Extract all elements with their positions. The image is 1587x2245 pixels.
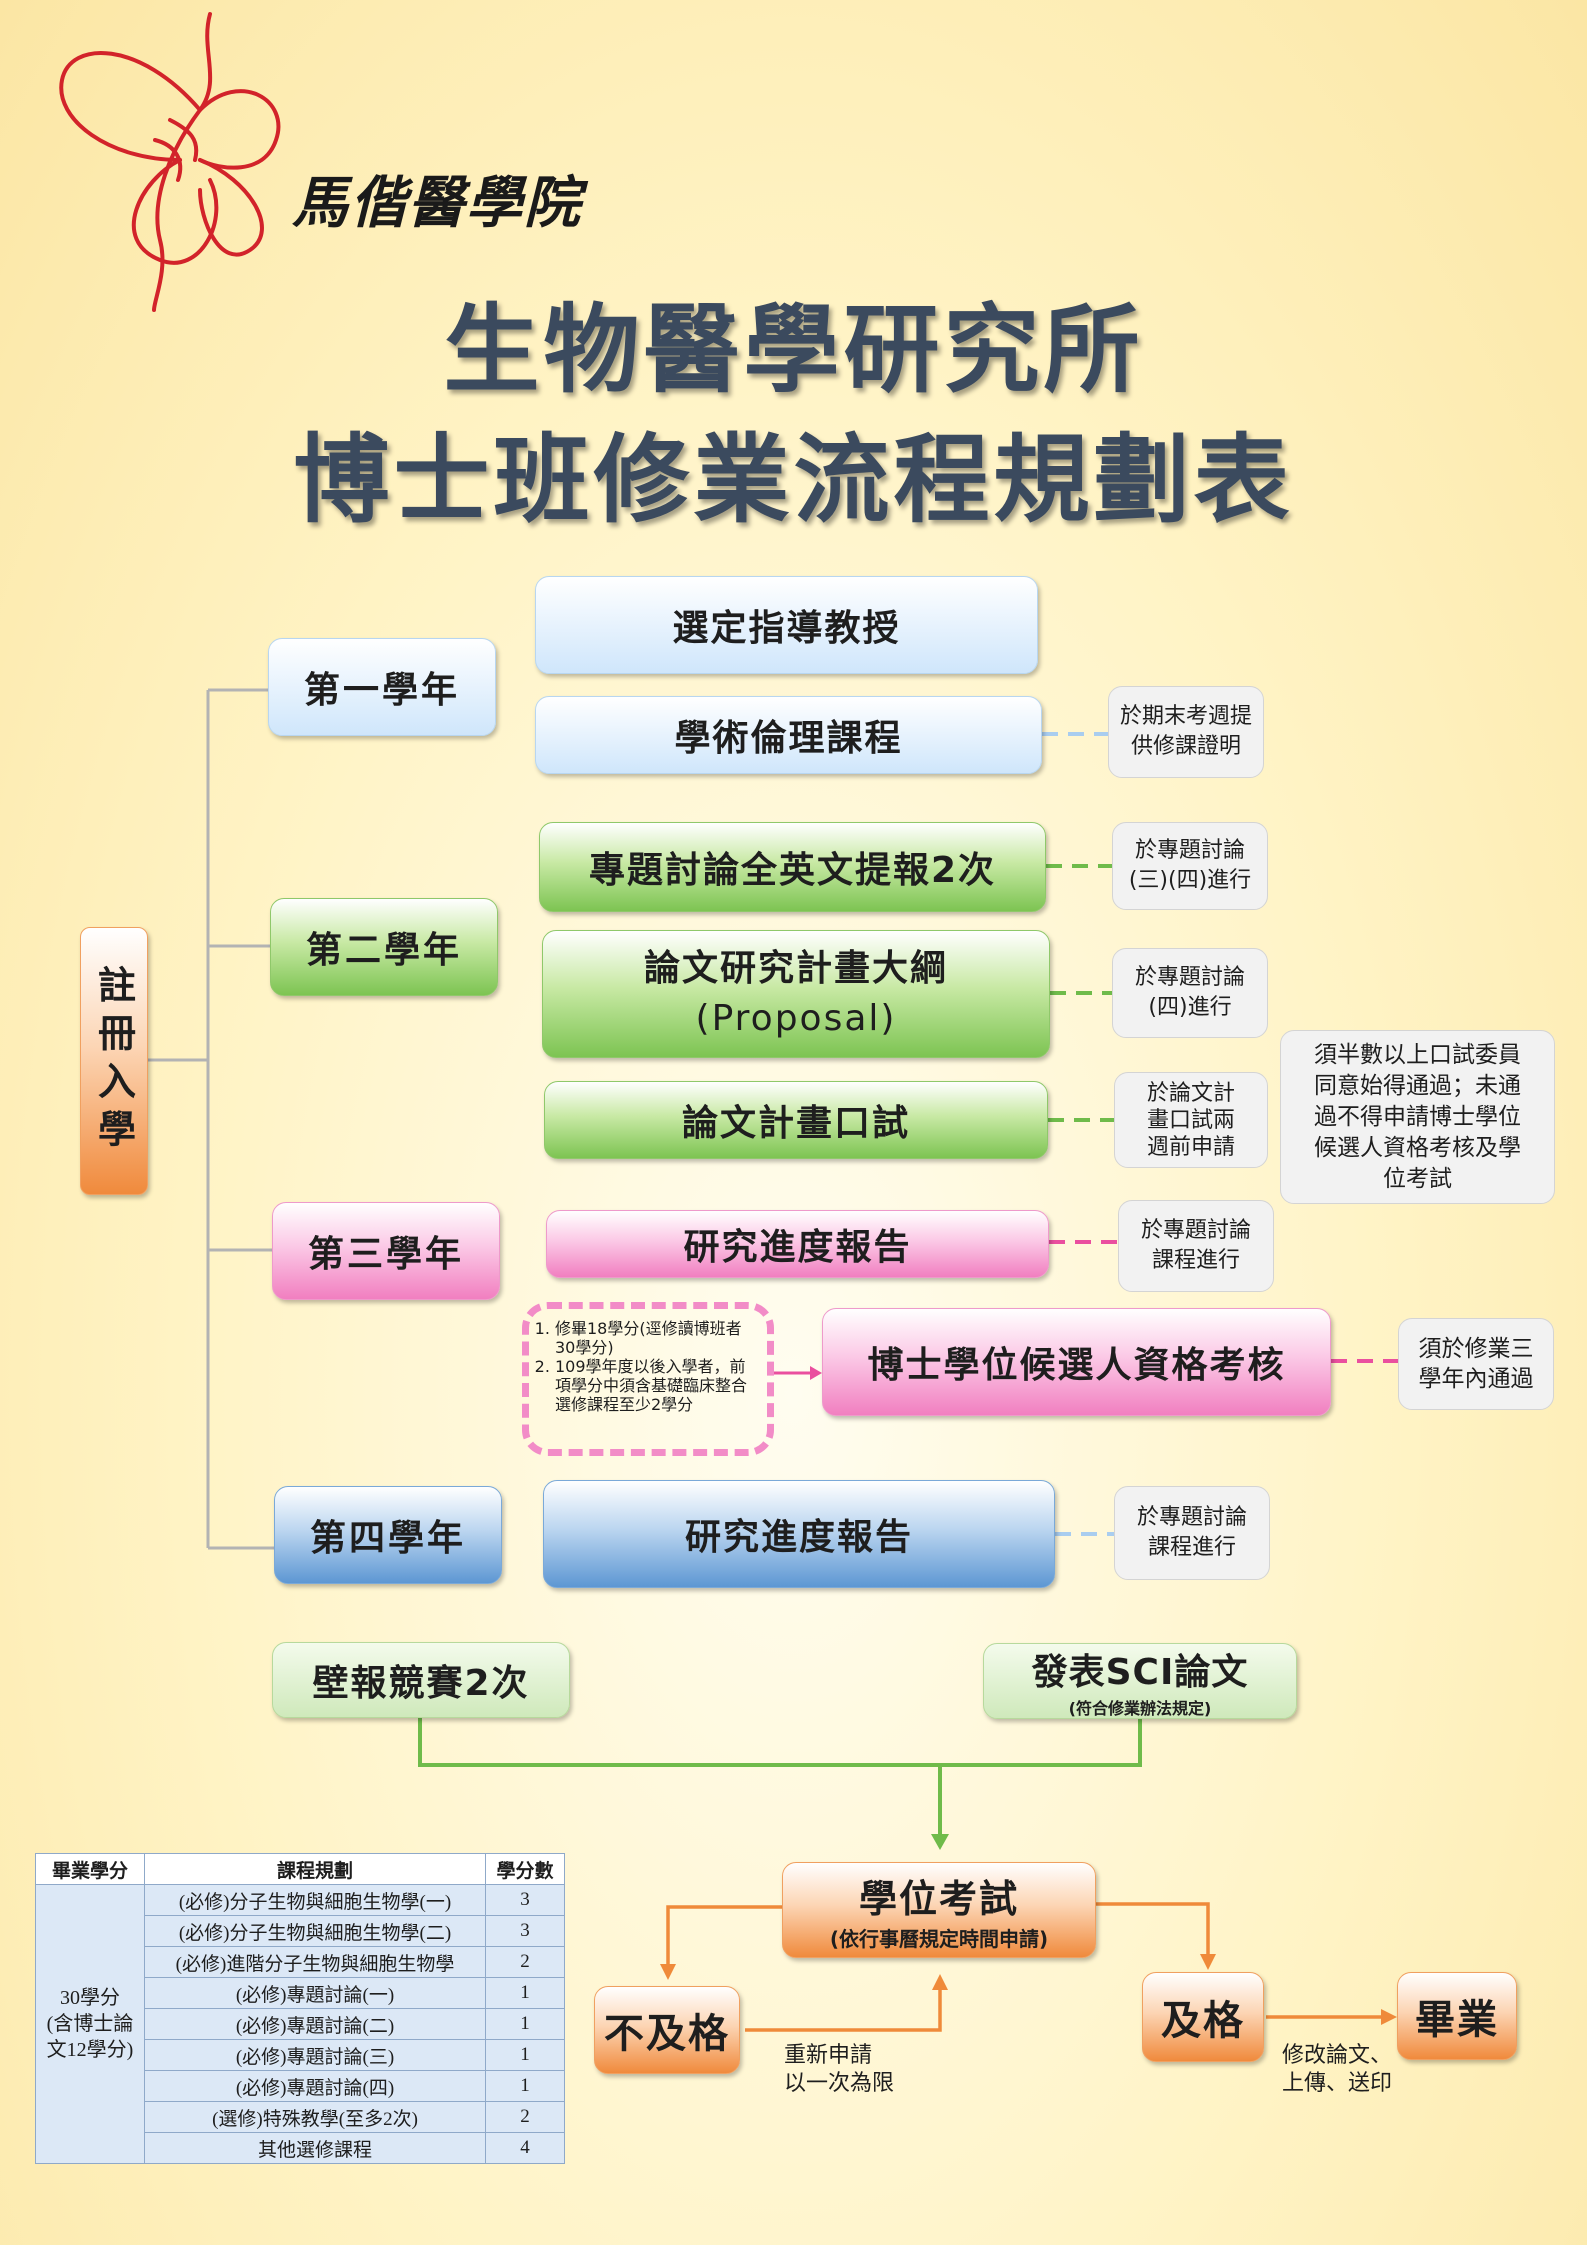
result-graduate: 畢業 (1397, 1972, 1517, 2060)
table-row: (必修)進階分子生物與細胞生物學 2 (36, 1946, 565, 1978)
credit-cell: 1 (485, 2039, 565, 2071)
note-ethics: 於期末考週提 供修課證明 (1108, 686, 1264, 778)
credit-cell: 2 (485, 1946, 565, 1978)
note-progress-y4: 於專題討論 課程進行 (1114, 1486, 1270, 1580)
table-row: (必修)專題討論(四) 1 (36, 2070, 565, 2102)
year1-box: 第一學年 (268, 638, 496, 736)
degree-exam-subtitle: (依行事曆規定時間申請) (829, 1927, 1049, 1951)
sci-title: 發表SCI論文 (1031, 1652, 1249, 1693)
credit-cell: 1 (485, 2008, 565, 2040)
credit-cell: 1 (485, 1977, 565, 2009)
credit-table: 畢業學分 課程規劃 學分數 30學分 (含博士論 文12學分) (必修)分子生物… (35, 1853, 565, 2164)
step-select-advisor: 選定指導教授 (535, 576, 1038, 674)
page-title-line1: 生物醫學研究所 (443, 294, 1144, 406)
table-row: (必修)專題討論(二) 1 (36, 2008, 565, 2040)
step-proposal-oral: 論文計畫口試 (544, 1081, 1048, 1159)
credit-cell: 1 (485, 2070, 565, 2102)
credit-cell: 2 (485, 2101, 565, 2133)
course-cell: (必修)專題討論(二) (144, 2008, 486, 2040)
year4-box: 第四學年 (274, 1486, 502, 1584)
step-degree-exam: 學位考試 (依行事曆規定時間申請) (782, 1862, 1096, 1958)
requirements-list: 修畢18學分(逕修讀博班者30學分) 109學年度以後入學者，前項學分中須含基礎… (522, 1302, 774, 1456)
table-row: (必修)專題討論(一) 1 (36, 1977, 565, 2009)
note-oral-apply: 於論文計 畫口試兩 週前申請 (1114, 1072, 1268, 1168)
requirement-item: 109學年度以後入學者，前項學分中須含基礎臨床整合選修課程至少2學分 (555, 1357, 759, 1414)
school-name: 馬偕醫學院 (292, 170, 582, 236)
school-logo (59, 12, 281, 312)
step-progress-report-y4: 研究進度報告 (543, 1480, 1055, 1588)
step-proposal: 論文研究計畫大綱 (Proposal) (542, 930, 1050, 1058)
credit-cell: 3 (485, 1915, 565, 1947)
result-pass: 及格 (1142, 1972, 1264, 2062)
note-progress-y3: 於專題討論 課程進行 (1118, 1200, 1274, 1292)
table-row: 30學分 (含博士論 文12學分) (必修)分子生物與細胞生物學(一) 3 (35, 1884, 565, 2164)
table-row: (必修)專題討論(三) 1 (36, 2039, 565, 2071)
sci-subtitle: (符合修業辦法規定) (1068, 1699, 1212, 1718)
table-row: 其他選修課程 4 (36, 2132, 565, 2164)
step-ethics-course: 學術倫理課程 (535, 696, 1042, 774)
note-oral-rule: 須半數以上口試委員 同意始得通過；未通 過不得申請博士學位 候選人資格考核及學 … (1280, 1030, 1555, 1204)
credit-cell: 4 (485, 2132, 565, 2164)
year3-box: 第三學年 (272, 1202, 500, 1300)
page-title-line2: 博士班修業流程規劃表 (293, 424, 1294, 536)
course-cell: 其他選修課程 (144, 2132, 486, 2164)
year2-box: 第二學年 (270, 898, 498, 996)
course-cell: (選修)特殊教學(至多2次) (144, 2101, 486, 2133)
note-qualification: 須於修業三 學年內通過 (1398, 1318, 1554, 1410)
reapply-note: 重新申請 以一次為限 (784, 2043, 895, 2096)
step-english-seminar: 專題討論全英文提報2次 (539, 822, 1046, 912)
course-cell: (必修)進階分子生物與細胞生物學 (144, 1946, 486, 1978)
course-cell: (必修)專題討論(四) (144, 2070, 486, 2102)
proposal-title: 論文研究計畫大綱 (643, 948, 948, 989)
table-header: 學分數 (485, 1853, 565, 1885)
registration-box: 註冊入學 (80, 927, 148, 1195)
note-seminar: 於專題討論 (三)(四)進行 (1112, 822, 1268, 910)
proposal-subtitle: (Proposal) (695, 998, 897, 1039)
degree-exam-title: 學位考試 (858, 1877, 1019, 1921)
table-row: (選修)特殊教學(至多2次) 2 (36, 2101, 565, 2133)
note-proposal: 於專題討論 (四)進行 (1112, 948, 1268, 1038)
course-cell: (必修)專題討論(一) (144, 1977, 486, 2009)
table-header: 課程規劃 (144, 1853, 486, 1885)
step-progress-report-y3: 研究進度報告 (546, 1210, 1049, 1278)
course-cell: (必修)專題討論(三) (144, 2039, 486, 2071)
total-credits-cell: 30學分 (含博士論 文12學分) (35, 1884, 145, 2164)
course-cell: (必修)分子生物與細胞生物學(二) (144, 1915, 486, 1947)
step-poster-competition: 壁報競賽2次 (272, 1642, 570, 1718)
step-publish-sci: 發表SCI論文 (符合修業辦法規定) (983, 1643, 1297, 1719)
revise-note: 修改論文、 上傳、送印 (1282, 2043, 1393, 2096)
step-qualification-exam: 博士學位候選人資格考核 (822, 1308, 1331, 1416)
table-header: 畢業學分 (35, 1853, 145, 1885)
credit-cell: 3 (485, 1884, 565, 1916)
requirement-item: 修畢18學分(逕修讀博班者30學分) (555, 1319, 759, 1357)
course-cell: (必修)分子生物與細胞生物學(一) (144, 1884, 486, 1916)
result-fail: 不及格 (594, 1986, 740, 2074)
